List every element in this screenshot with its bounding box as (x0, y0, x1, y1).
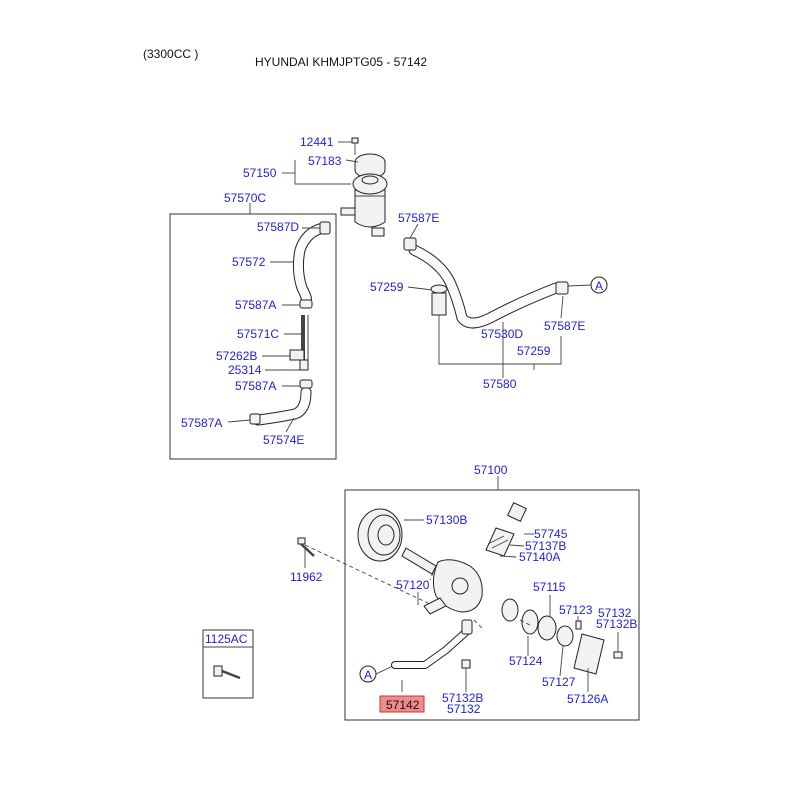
callout-57127[interactable]: 57127 (542, 675, 576, 689)
callout-57115[interactable]: 57115 (533, 580, 566, 594)
callout-57140a[interactable]: 57140A (519, 550, 560, 564)
callout-57745[interactable]: 57745 (534, 527, 568, 541)
callout-57132b-bottom[interactable]: 57132B (442, 691, 483, 705)
clamp-drawings (249, 221, 331, 425)
callout-57124[interactable]: 57124 (509, 654, 543, 668)
callout-57580[interactable]: 57580 (483, 377, 517, 391)
hose-57530d-drawing (408, 244, 562, 329)
pump-frame (344, 489, 640, 721)
suction-hose-frame (169, 213, 337, 460)
control-valve-drawing (485, 502, 527, 557)
callout-57587e-2[interactable]: 57587E (544, 319, 585, 333)
highlight-57142-box (379, 695, 425, 713)
callout-57123[interactable]: 57123 (559, 603, 593, 617)
callout-11962[interactable]: 11962 (290, 570, 323, 584)
cartridge-drawing (521, 609, 557, 641)
bolt-1125ac-drawing (213, 665, 241, 680)
bolt-11962-drawing (297, 537, 315, 557)
callout-12441[interactable]: 12441 (300, 135, 334, 149)
bolt-1125ac-frame (202, 629, 254, 699)
callout-57132-top[interactable]: 57132 (598, 606, 632, 620)
filter-57259-drawing (430, 284, 448, 316)
callout-57587a-2[interactable]: 57587A (235, 379, 276, 393)
engine-variant: (3300CC ) (143, 47, 199, 61)
callout-25314[interactable]: 25314 (228, 363, 262, 377)
callout-57137b[interactable]: 57137B (525, 539, 566, 553)
page-title: HYUNDAI KHMJPTG05 - 57142 (255, 55, 428, 69)
callout-57100[interactable]: 57100 (474, 463, 508, 477)
callout-57262b[interactable]: 57262B (216, 349, 257, 363)
callout-57530d[interactable]: 57530D (481, 327, 523, 341)
return-clamps-drawing (403, 237, 569, 295)
callout-57587e-1[interactable]: 57587E (398, 211, 439, 225)
ring-drawing (501, 598, 519, 622)
pump-body-drawing (423, 559, 483, 615)
cover-drawing (573, 633, 605, 675)
shaft-drawing (401, 547, 437, 575)
callout-57120[interactable]: 57120 (396, 578, 430, 592)
callout-57150[interactable]: 57150 (243, 166, 277, 180)
callout-57259-2[interactable]: 57259 (517, 344, 551, 358)
ref-a-bottom: A (364, 668, 372, 682)
callout-57572[interactable]: 57572 (232, 255, 266, 269)
hose-57572-drawing (292, 222, 329, 306)
callout-57130b[interactable]: 57130B (426, 513, 467, 527)
hose-57574e-drawing (252, 386, 312, 426)
reservoir-bolt-drawing (351, 137, 359, 155)
callout-57126a[interactable]: 57126A (567, 692, 608, 706)
callout-57587d[interactable]: 57587D (257, 220, 299, 234)
callout-57183[interactable]: 57183 (308, 154, 342, 168)
callout-57259-1[interactable]: 57259 (370, 280, 404, 294)
callout-1125ac[interactable]: 1125AC (205, 632, 248, 646)
callout-57571c[interactable]: 57571C (237, 327, 279, 341)
callout-57142[interactable]: 57142 (386, 698, 420, 712)
gasket-drawing (556, 625, 574, 647)
callout-57587a-3[interactable]: 57587A (181, 416, 222, 430)
callout-57570c[interactable]: 57570C (224, 191, 266, 205)
ref-a-top: A (595, 279, 603, 293)
callout-57132-bottom[interactable]: 57132 (447, 702, 481, 716)
callout-57587a-1[interactable]: 57587A (235, 298, 276, 312)
callout-57132b-top[interactable]: 57132B (596, 617, 637, 631)
callout-57574e[interactable]: 57574E (263, 433, 304, 447)
pulley-drawing (357, 508, 403, 562)
reservoir-drawing (340, 173, 388, 237)
pressure-tube-57142-drawing (391, 619, 473, 669)
